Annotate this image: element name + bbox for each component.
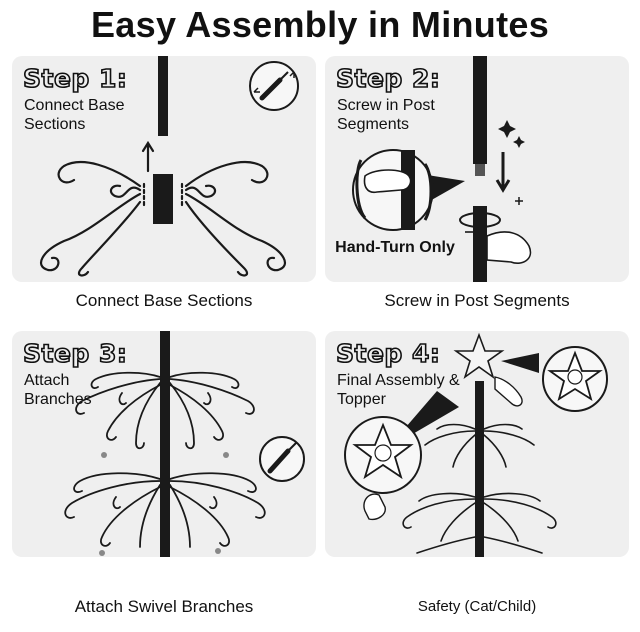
- hand-turn-icon: [352, 149, 465, 231]
- step-3-label: Step 3:: [22, 338, 128, 369]
- step-4-description: Final Assembly & Topper: [337, 372, 460, 408]
- step-1-label: Step 1:: [22, 63, 128, 94]
- step-4-caption: Safety (Cat/Child): [417, 598, 537, 615]
- step-4-label: Step 4:: [335, 338, 441, 369]
- step-2-description: Screw in Post Segments: [337, 97, 435, 133]
- swivel-branches-illustration: [64, 331, 305, 557]
- screwdriver-icon: [249, 61, 299, 111]
- step-1-caption: Connect Base Sections: [75, 291, 253, 310]
- screwdriver-icon: [259, 436, 305, 482]
- screw-icons: [99, 452, 229, 556]
- step-3-description: Attach Branches: [24, 372, 92, 408]
- page-title: Easy Assembly in Minutes: [90, 4, 550, 45]
- step-3-caption: Attach Swivel Branches: [74, 597, 254, 616]
- step-3-panel: Step 3: Attach Branches: [12, 331, 316, 557]
- step-1-description: Connect Base Sections: [24, 97, 125, 133]
- star-zoom-right-icon: [501, 346, 608, 412]
- step-1-panel: Step 1: Connect Base Sections: [12, 56, 316, 282]
- step-2-caption: Screw in Post Segments: [384, 291, 570, 310]
- post-segments-illustration: [352, 56, 532, 282]
- step-2-label: Step 2:: [335, 63, 441, 94]
- step-4-panel: Step 4: Final Assembly & Topper: [325, 331, 629, 557]
- star-topper-icon: [453, 332, 505, 380]
- final-assembly-illustration: [344, 332, 608, 557]
- base-sections-illustration: [40, 56, 299, 277]
- star-zoom-left-icon: [344, 391, 459, 494]
- step-2-panel: Step 2: Screw in Post Segments Hand-Turn…: [325, 56, 629, 282]
- hand-turn-note: Hand-Turn Only: [335, 239, 455, 256]
